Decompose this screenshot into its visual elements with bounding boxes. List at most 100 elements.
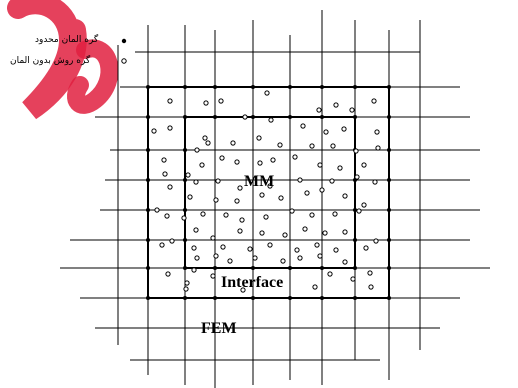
fem-node <box>183 85 187 89</box>
legend-fem-node-text: گره المان محدود <box>35 35 99 45</box>
fem-node <box>183 208 187 212</box>
meshless-node <box>314 242 320 248</box>
fem-region-label: FEM <box>201 320 237 337</box>
meshless-node <box>319 187 325 193</box>
meshless-node <box>199 162 205 168</box>
meshless-node <box>167 184 173 190</box>
meshless-node <box>194 255 200 261</box>
meshless-node <box>329 178 335 184</box>
fem-node <box>353 296 357 300</box>
meshless-node <box>333 247 339 253</box>
mm-region-label: MM <box>244 173 275 190</box>
fem-node <box>213 85 217 89</box>
fem-node <box>183 115 187 119</box>
meshless-node <box>169 238 175 244</box>
fem-node <box>183 296 187 300</box>
fem-node <box>320 115 324 119</box>
meshless-node <box>317 162 323 168</box>
watermark-logo <box>7 0 119 120</box>
meshless-node <box>263 214 269 220</box>
meshless-node <box>167 98 173 104</box>
meshless-node <box>267 183 273 189</box>
meshless-node <box>300 123 306 129</box>
meshless-node <box>187 194 193 200</box>
fem-node <box>183 238 187 242</box>
meshless-node <box>167 125 173 131</box>
fem-node <box>387 208 391 212</box>
meshless-node <box>154 207 160 213</box>
meshless-node <box>203 100 209 106</box>
fem-node <box>288 85 292 89</box>
meshless-node <box>259 192 265 198</box>
fem-node <box>183 266 187 270</box>
meshless-node <box>349 107 355 113</box>
legend-symbols <box>121 38 127 64</box>
meshless-node <box>332 211 338 217</box>
watermark-stroke <box>7 0 87 120</box>
meshless-node <box>234 159 240 165</box>
meshless-node <box>239 217 245 223</box>
meshless-node <box>278 195 284 201</box>
fem-node-set <box>146 85 391 300</box>
meshless-node <box>194 147 200 153</box>
meshless-node <box>161 157 167 163</box>
meshless-node <box>162 171 168 177</box>
meshless-node <box>342 193 348 199</box>
meshless-node <box>268 117 274 123</box>
fem-node <box>288 296 292 300</box>
fem-node <box>320 296 324 300</box>
meshless-node <box>361 202 367 208</box>
meshless-node <box>213 253 219 259</box>
meshless-node <box>373 238 379 244</box>
outer-boundary <box>147 86 390 299</box>
meshless-node <box>302 226 308 232</box>
meshless-node <box>304 190 310 196</box>
meshless-node <box>294 247 300 253</box>
meshless-node <box>191 267 197 273</box>
meshless-node <box>309 212 315 218</box>
meshless-node <box>193 179 199 185</box>
meshless-node <box>309 143 315 149</box>
meshless-node <box>223 212 229 218</box>
fem-node <box>251 85 255 89</box>
meshless-node <box>240 287 246 293</box>
meshless-node <box>350 276 356 282</box>
fem-node <box>146 208 150 212</box>
fem-node <box>353 115 357 119</box>
meshless-node <box>317 253 323 259</box>
meshless-node <box>218 98 224 104</box>
meshless-node <box>165 271 171 277</box>
fem-node <box>146 238 150 242</box>
meshless-node <box>193 227 199 233</box>
legend-meshless-node-text: گره روش بدون المان <box>10 56 91 66</box>
meshless-node <box>354 174 360 180</box>
meshless-node <box>356 208 362 214</box>
meshless-node-set <box>151 90 381 293</box>
meshless-node <box>183 286 189 292</box>
meshless-node <box>337 165 343 171</box>
fem-node <box>320 266 324 270</box>
meshless-node <box>363 245 369 251</box>
fem-node <box>146 115 150 119</box>
meshless-node <box>367 270 373 276</box>
meshless-node <box>210 273 216 279</box>
fem-node <box>387 296 391 300</box>
meshless-node <box>342 229 348 235</box>
fem-node <box>320 85 324 89</box>
meshless-node <box>270 157 276 163</box>
meshless-node <box>372 179 378 185</box>
meshless-node <box>322 230 328 236</box>
meshless-node <box>361 162 367 168</box>
fem-node <box>146 85 150 89</box>
meshless-node <box>202 135 208 141</box>
meshless-node <box>257 160 263 166</box>
meshless-node <box>210 235 216 241</box>
fem-node <box>213 115 217 119</box>
watermark-stroke <box>67 39 119 114</box>
fem-node <box>353 85 357 89</box>
meshless-node <box>312 284 318 290</box>
meshless-node <box>368 284 374 290</box>
meshless-node <box>215 178 221 184</box>
fem-node <box>146 148 150 152</box>
meshless-node <box>264 90 270 96</box>
